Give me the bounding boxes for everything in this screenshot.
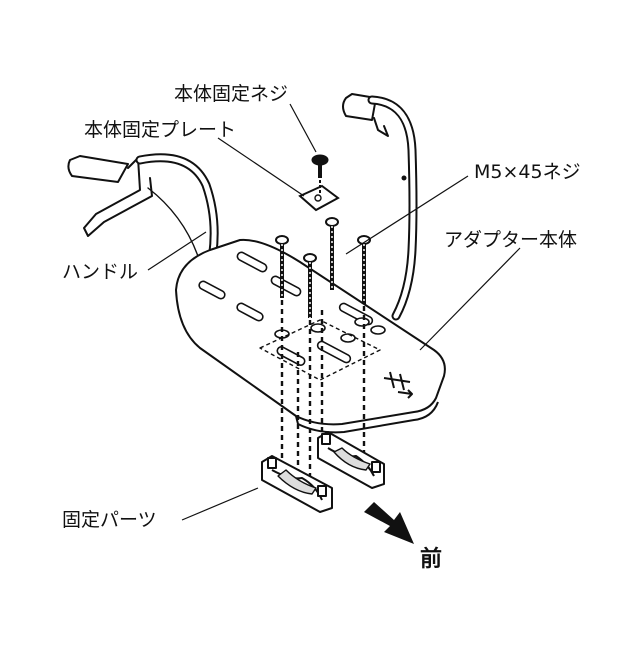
front-direction-arrow	[364, 502, 414, 544]
hidden-bracket	[259, 319, 381, 381]
m5-screw-4	[357, 235, 371, 304]
fixing-part-right	[317, 431, 385, 489]
adapter-plate-edge	[295, 401, 439, 434]
m5-screw-1	[275, 235, 289, 298]
leader-adapter-body	[419, 247, 521, 351]
brake-lever-right	[373, 117, 389, 137]
m5-screws	[275, 217, 371, 318]
leader-body-plate	[217, 137, 305, 197]
label-handle: ハンドル	[62, 261, 138, 283]
brake-lever-left	[83, 157, 153, 237]
body-fixing-plate	[298, 184, 340, 212]
plate-screw-holes	[274, 317, 386, 343]
label-fixing-parts: 固定パーツ	[62, 509, 157, 531]
label-body-screw: 本体固定ネジ	[174, 83, 288, 105]
handlebar-left-grip	[67, 155, 129, 183]
assembly-guide-lines	[280, 300, 366, 490]
m5-screw-3	[325, 217, 339, 290]
leader-body-screw	[289, 103, 317, 153]
leader-handle	[147, 231, 207, 271]
fixing-part-left	[261, 455, 333, 513]
body-fixing-screw	[311, 154, 329, 194]
label-m5-screw: M5×45ネジ	[474, 161, 581, 183]
label-body-plate: 本体固定プレート	[84, 119, 236, 141]
plate-slots	[198, 251, 374, 366]
label-adapter-body: アダプター本体	[444, 229, 577, 251]
leader-lines	[147, 103, 521, 521]
leader-fixing-parts	[181, 487, 259, 521]
leader-m5-screw	[345, 175, 469, 255]
plate-logo-mark	[383, 371, 413, 399]
m5-screw-2	[303, 253, 317, 318]
label-front: 前	[420, 546, 442, 572]
